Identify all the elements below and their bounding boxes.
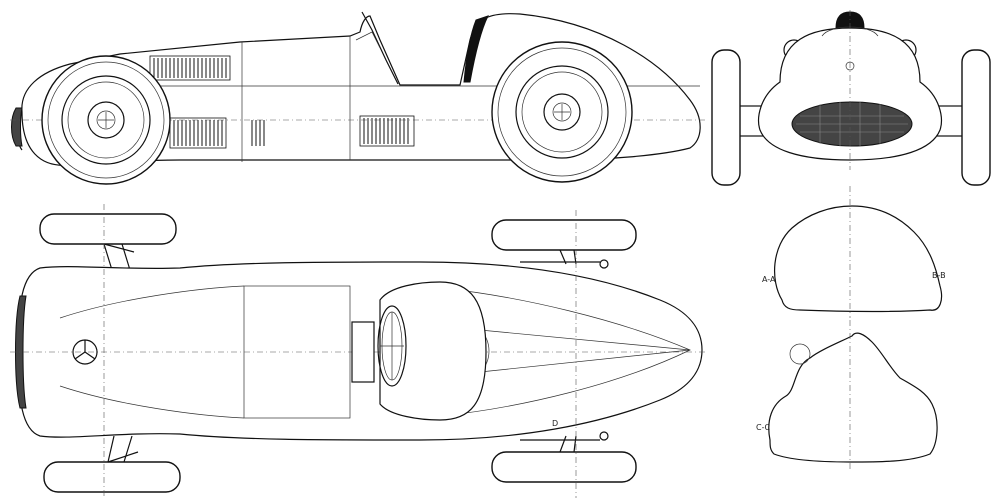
side-windscreen xyxy=(361,11,399,85)
side-cockpit-opening xyxy=(463,15,489,83)
top-front-suspension-left xyxy=(103,243,135,271)
top-rear-right-tyre xyxy=(491,451,637,483)
cross-section-ab: A-A B-B xyxy=(762,186,946,318)
top-bonnet-line-lower xyxy=(59,385,245,419)
front-grille-mesh xyxy=(796,102,908,146)
top-dashboard xyxy=(351,321,375,383)
top-view: D xyxy=(10,204,706,498)
section-cc-profile xyxy=(768,332,938,463)
side-rear-wheel xyxy=(491,41,633,183)
side-steering xyxy=(355,31,381,49)
side-view xyxy=(10,11,705,185)
top-rear-suspension-right xyxy=(520,435,600,453)
section-label-aa: A-A xyxy=(762,275,776,284)
top-front-left-tyre xyxy=(39,213,177,245)
front-left-tyre xyxy=(711,49,741,186)
top-filler-cap-left xyxy=(599,259,609,269)
top-bonnet-line-upper xyxy=(59,285,245,319)
side-nose-grille xyxy=(11,107,23,147)
side-front-wheel xyxy=(41,55,171,185)
top-cockpit xyxy=(379,281,487,421)
top-front-right-tyre xyxy=(43,461,181,493)
top-steering-wheel xyxy=(377,305,407,387)
cross-section-cc: C-C xyxy=(756,320,938,470)
section-ab-profile xyxy=(773,205,943,313)
section-cc-mirror xyxy=(789,343,811,365)
side-louvres-front xyxy=(149,55,231,81)
section-label-cc: C-C xyxy=(756,423,770,432)
top-star-emblem xyxy=(72,339,98,365)
front-view xyxy=(711,10,991,186)
side-louvres-mid xyxy=(251,120,265,146)
section-label-d: D xyxy=(552,419,558,428)
top-rear-suspension-left xyxy=(520,249,600,265)
side-louvres-lower xyxy=(169,117,227,149)
top-rear-left-tyre xyxy=(491,219,637,251)
top-nose-grille xyxy=(15,295,27,409)
side-louvres-rear xyxy=(359,115,415,147)
top-filler-cap-right xyxy=(599,431,609,441)
front-right-tyre xyxy=(961,49,991,186)
top-front-suspension-right xyxy=(107,435,139,463)
section-label-bb: B-B xyxy=(932,271,946,280)
